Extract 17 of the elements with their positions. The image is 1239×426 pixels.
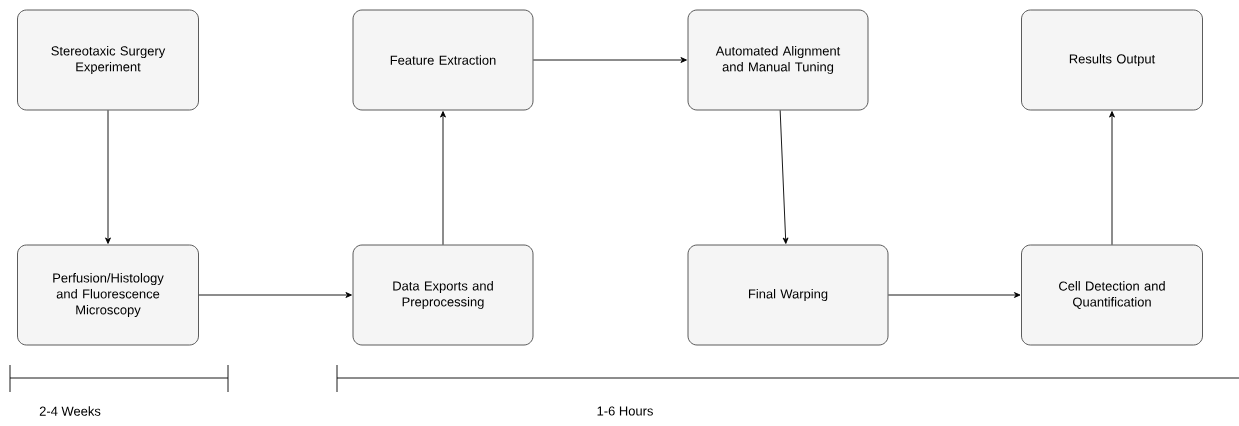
arrow	[887, 292, 1021, 298]
process-box: Perfusion/Histology and Fluorescence Microscopy	[17, 244, 199, 346]
duration-label: 2-4 Weeks	[39, 406, 101, 416]
arrow	[779, 109, 789, 244]
arrow	[1109, 111, 1115, 246]
process-box: Stereotaxic Surgery Experiment	[17, 9, 199, 111]
arrow	[440, 111, 446, 246]
process-box: Feature Extraction	[352, 9, 534, 111]
duration-label: 1-6 Hours	[597, 406, 653, 416]
process-box: Cell Detection and Quantification	[1021, 244, 1203, 346]
arrow	[198, 292, 352, 298]
process-box: Final Warping	[687, 244, 889, 346]
process-box: Results Output	[1021, 9, 1203, 111]
process-box: Automated Alignment and Manual Tuning	[687, 9, 869, 111]
arrow	[105, 109, 111, 244]
arrow	[532, 57, 687, 63]
process-box: Data Exports and Preprocessing	[352, 244, 534, 346]
